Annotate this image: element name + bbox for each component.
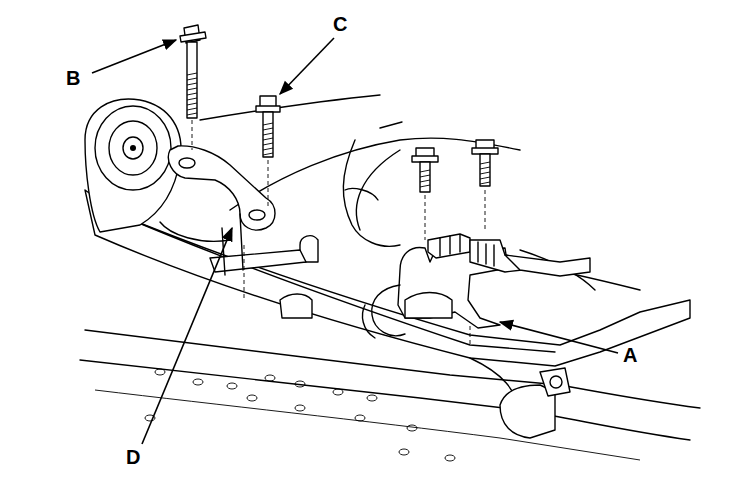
leader-line <box>92 38 618 444</box>
mount-bracket <box>168 146 275 275</box>
callout-letter: B <box>66 68 80 88</box>
callout-letter: A <box>623 345 637 365</box>
subframe <box>85 190 690 438</box>
bolt <box>180 25 206 150</box>
callout-letter: D <box>126 447 140 467</box>
callout-letter: C <box>333 14 347 34</box>
bolt <box>244 96 280 300</box>
harness-bracket <box>280 234 590 338</box>
